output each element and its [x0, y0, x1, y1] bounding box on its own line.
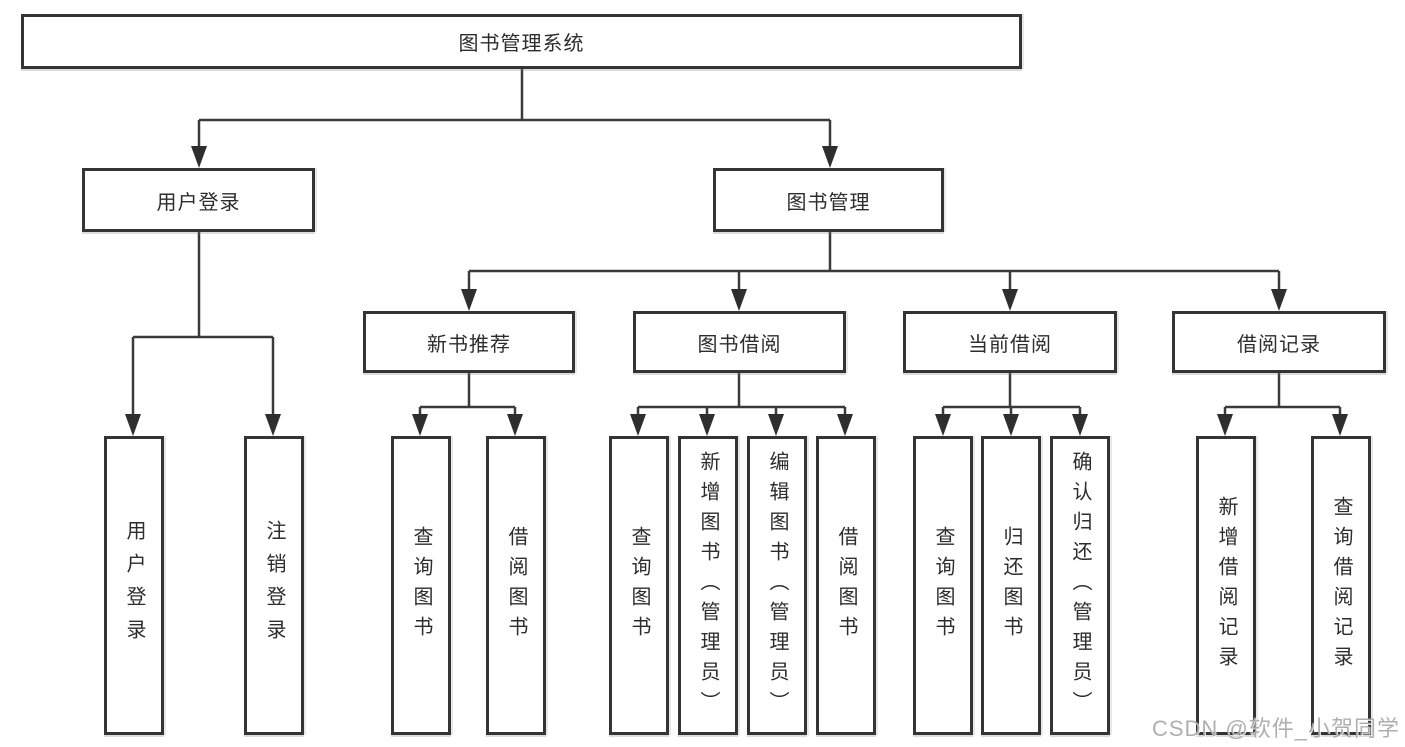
leaf-return-books-label: 归还图书 — [1000, 525, 1022, 646]
node-book-management: 图书管理 — [713, 168, 944, 232]
node-user-login-label: 用户登录 — [156, 191, 241, 214]
leaf-borrow-books-recommend: 借阅图书 — [486, 436, 546, 735]
leaf-confirm-return-admin-label: 确认归还（管理员） — [1069, 450, 1091, 721]
node-new-book-recommend: 新书推荐 — [363, 311, 575, 373]
leaf-query-books-recommend-label: 查询图书 — [410, 525, 432, 646]
arrow-down-icon — [837, 414, 853, 436]
leaf-user-login-label: 用户登录 — [123, 519, 145, 652]
arrow-down-icon — [822, 146, 838, 168]
node-borrowing-records: 借阅记录 — [1172, 311, 1386, 373]
arrow-down-icon — [699, 414, 715, 436]
node-current-borrowing: 当前借阅 — [903, 311, 1117, 373]
csdn-watermark: CSDN @软件_小贺同学 — [1151, 716, 1400, 741]
arrow-down-icon — [1002, 289, 1018, 311]
leaf-add-borrow-record-label: 新增借阅记录 — [1215, 495, 1237, 676]
leaf-query-borrow-record-label: 查询借阅记录 — [1330, 495, 1352, 676]
leaf-query-books-borrowing: 查询图书 — [609, 436, 669, 735]
arrow-down-icon — [1003, 414, 1019, 436]
leaf-borrow-books-borrowing-label: 借阅图书 — [835, 525, 857, 646]
arrow-down-icon — [191, 146, 207, 168]
arrow-down-icon — [768, 414, 784, 436]
leaf-confirm-return-admin: 确认归还（管理员） — [1050, 436, 1110, 735]
leaf-borrow-books-recommend-label: 借阅图书 — [505, 525, 527, 646]
leaf-query-books-recommend: 查询图书 — [391, 436, 451, 735]
arrow-down-icon — [265, 414, 281, 436]
arrow-down-icon — [1332, 414, 1348, 436]
leaf-logout-label: 注销登录 — [263, 519, 285, 652]
node-book-borrowing: 图书借阅 — [633, 311, 846, 373]
arrow-down-icon — [1217, 414, 1233, 436]
leaf-borrow-books-borrowing: 借阅图书 — [816, 436, 876, 735]
leaf-query-borrow-record: 查询借阅记录 — [1311, 436, 1371, 735]
arrow-down-icon — [630, 414, 646, 436]
node-book-borrowing-label: 图书借阅 — [697, 333, 782, 356]
node-library-system: 图书管理系统 — [21, 14, 1022, 69]
arrow-down-icon — [507, 414, 523, 436]
arrow-down-icon — [125, 414, 141, 436]
node-book-management-label: 图书管理 — [786, 191, 871, 214]
node-user-login: 用户登录 — [82, 168, 315, 232]
leaf-edit-books-admin-label: 编辑图书（管理员） — [766, 450, 788, 721]
leaf-add-borrow-record: 新增借阅记录 — [1196, 436, 1256, 735]
leaf-user-login: 用户登录 — [104, 436, 164, 735]
leaf-return-books: 归还图书 — [981, 436, 1041, 735]
node-library-system-label: 图书管理系统 — [458, 33, 585, 55]
arrow-down-icon — [935, 414, 951, 436]
leaf-query-books-current-label: 查询图书 — [932, 525, 954, 646]
leaf-query-books-borrowing-label: 查询图书 — [628, 525, 650, 646]
node-borrowing-records-label: 借阅记录 — [1237, 333, 1321, 356]
leaf-add-books-admin-label: 新增图书（管理员） — [697, 450, 719, 721]
arrow-down-icon — [1072, 414, 1088, 436]
leaf-add-books-admin: 新增图书（管理员） — [678, 436, 738, 735]
leaf-query-books-current: 查询图书 — [913, 436, 973, 735]
node-current-borrowing-label: 当前借阅 — [968, 333, 1052, 356]
node-new-book-recommend-label: 新书推荐 — [427, 333, 511, 356]
arrow-down-icon — [412, 414, 428, 436]
arrow-down-icon — [731, 289, 747, 311]
arrow-down-icon — [1271, 289, 1287, 311]
arrow-down-icon — [461, 289, 477, 311]
leaf-edit-books-admin: 编辑图书（管理员） — [747, 436, 807, 735]
leaf-logout: 注销登录 — [244, 436, 304, 735]
